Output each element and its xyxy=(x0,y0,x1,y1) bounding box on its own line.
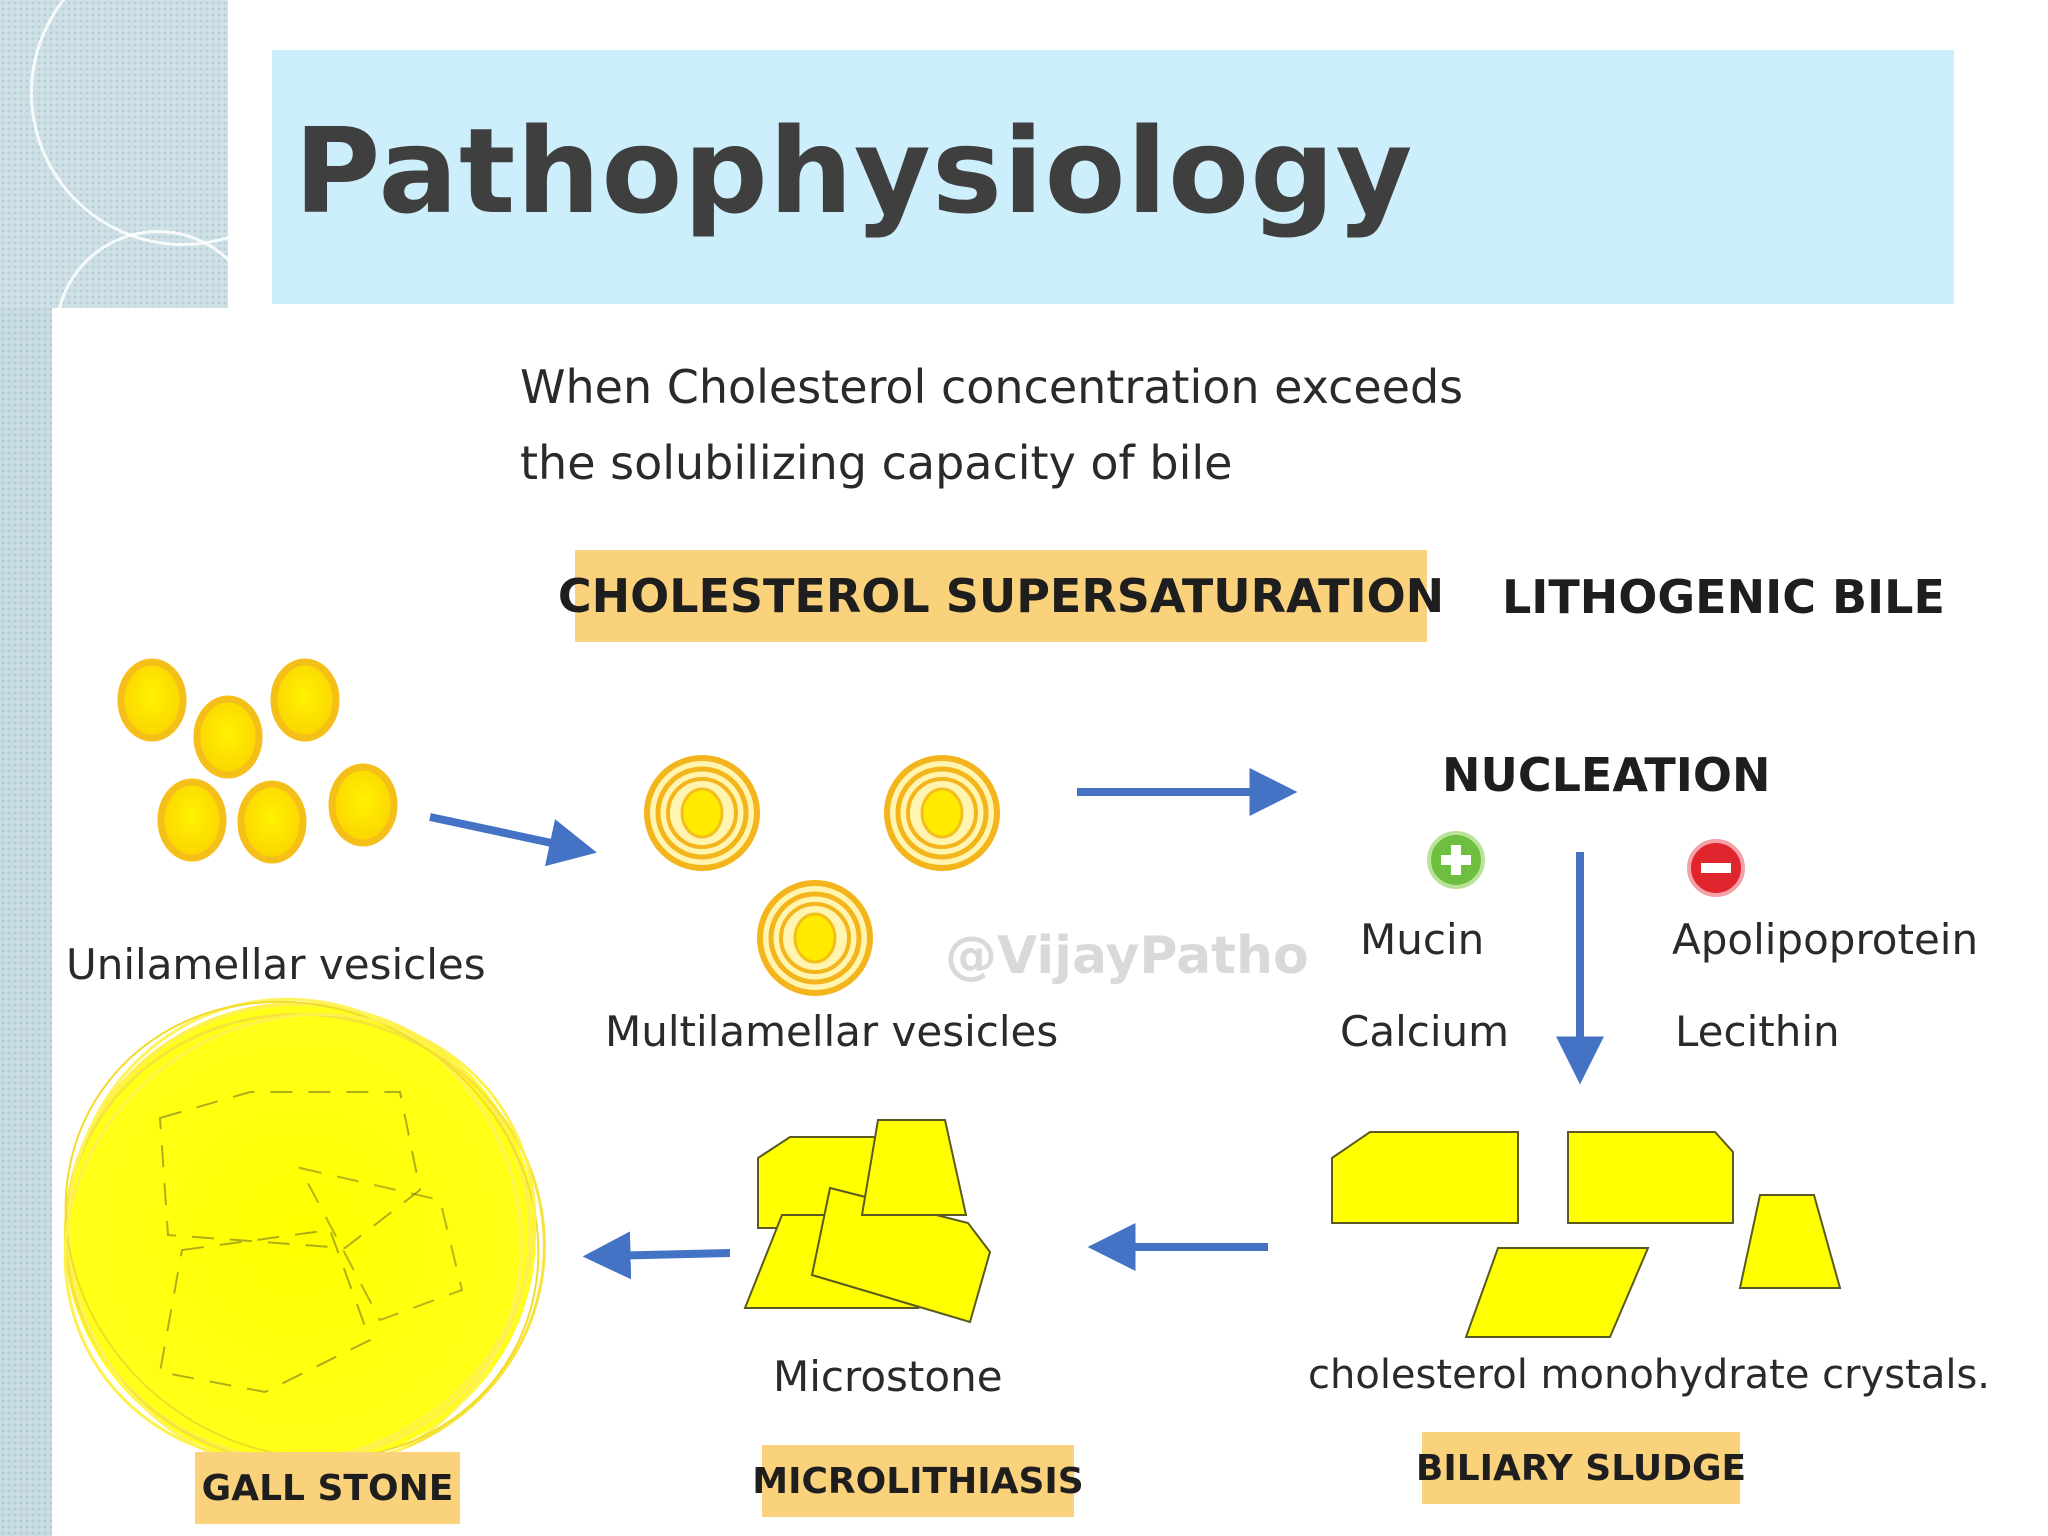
plus-circle-icon xyxy=(1427,831,1485,889)
unilamellar-vesicle xyxy=(193,695,263,779)
crystal-shape xyxy=(1738,1194,1842,1289)
microstone-group xyxy=(743,1119,992,1324)
mucin-label: Mucin xyxy=(1360,915,1485,964)
unilamellar-vesicle xyxy=(237,780,307,864)
unilamellar-vesicle xyxy=(328,763,398,847)
unilamellar-vesicle xyxy=(117,658,187,742)
crystals-label: cholesterol monohydrate crystals. xyxy=(1308,1352,1990,1398)
crystal-shape xyxy=(1464,1247,1650,1338)
microlithiasis-box: MICROLITHIASIS xyxy=(752,1445,1084,1517)
crystal-shape xyxy=(1567,1131,1734,1224)
lithogenic-bile-label: LITHOGENIC BILE xyxy=(1502,570,1945,624)
gallstone-shape xyxy=(63,997,546,1475)
apolipoprotein-label: Apolipoprotein xyxy=(1672,915,1979,964)
unilamellar-vesicles-group xyxy=(117,658,398,864)
multilamellar-vesicle xyxy=(644,755,760,871)
page-title: Pathophysiology xyxy=(294,102,1414,240)
multilamellar-label: Multilamellar vesicles xyxy=(605,1007,1059,1056)
corner-decoration xyxy=(0,0,228,308)
nucleation-label: NUCLEATION xyxy=(1442,748,1771,802)
crystals-group xyxy=(1331,1131,1842,1338)
unilamellar-vesicle xyxy=(270,658,340,742)
minus-circle-icon xyxy=(1687,839,1745,897)
unilamellar-label: Unilamellar vesicles xyxy=(66,940,486,989)
watermark: @VijayPatho xyxy=(945,926,1309,986)
multilamellar-vesicle xyxy=(757,880,873,996)
title-band: Pathophysiology xyxy=(272,50,1954,304)
multilamellar-vesicle xyxy=(884,755,1000,871)
intro-line-1: When Cholesterol concentration exceeds xyxy=(520,360,1464,414)
intro-line-2: the solubilizing capacity of bile xyxy=(520,436,1233,490)
supersaturation-box: CHOLESTEROL SUPERSATURATION xyxy=(558,550,1444,642)
biliary-sludge-box: BILIARY SLUDGE xyxy=(1416,1432,1746,1504)
gallstone-box: GALL STONE xyxy=(195,1452,460,1524)
microstone-label: Microstone xyxy=(773,1352,1003,1401)
arrow-to-gallstone xyxy=(582,1231,731,1280)
unilamellar-vesicle xyxy=(157,778,227,862)
crystal-shape xyxy=(810,1186,992,1324)
lecithin-label: Lecithin xyxy=(1675,1007,1840,1056)
arrow-to-multilamellar xyxy=(429,813,597,867)
calcium-label: Calcium xyxy=(1340,1007,1510,1056)
multilamellar-vesicles-group xyxy=(644,755,1000,996)
crystal-shape xyxy=(860,1119,968,1216)
crystal-shape xyxy=(1331,1131,1519,1224)
